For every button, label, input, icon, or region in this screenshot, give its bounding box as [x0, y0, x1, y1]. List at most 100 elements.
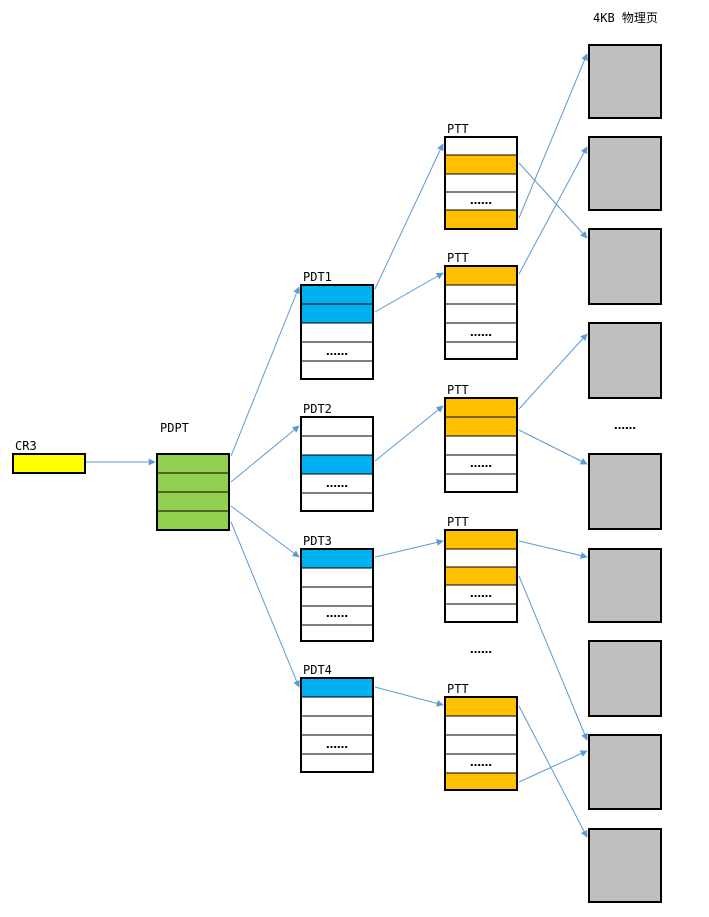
pdt2-entry-5: [300, 492, 374, 512]
arrows: [86, 53, 588, 838]
pdt2-table: PDT2 ……: [300, 402, 374, 512]
ptt5-frame: [444, 696, 518, 791]
ptt5-entry-1: [444, 696, 518, 717]
ptt1-ellipsis: ……: [470, 194, 492, 207]
ptt4-entry-3: [444, 566, 518, 586]
physical-page-9: [588, 828, 662, 903]
ptt-gap-ellipsis: ……: [470, 643, 492, 656]
physical-page-1: [588, 44, 662, 119]
pdt4-label: PDT4: [303, 663, 332, 677]
arrow-pdt2-to-ptt3: [374, 405, 444, 462]
physical-page-6: [588, 548, 662, 623]
arrow-ptt2-to-page2: [518, 146, 588, 275]
physical-page-5: [588, 453, 662, 530]
pdt1-frame: [300, 284, 374, 380]
pdpt-table: PDPT: [156, 421, 230, 531]
ptt4-table: PTT ……: [444, 515, 518, 623]
pdpt-entry-1: [156, 453, 230, 474]
pdt3-frame: [300, 548, 374, 642]
ptt1-frame: [444, 136, 518, 230]
pdt4-entry-2: [300, 696, 374, 717]
pdt1-entry-3: [300, 322, 374, 343]
pdt4-frame: [300, 677, 374, 773]
ptt3-entry-2: [444, 416, 518, 437]
ptt1-label: PTT: [447, 122, 469, 136]
ptt1-entry-5: [444, 209, 518, 230]
pdt4-entry-1: [300, 677, 374, 698]
pages-gap-ellipsis: ……: [614, 419, 636, 432]
arrow-ptt5-to-page8: [518, 750, 588, 783]
arrow-ptt1-to-page1: [518, 53, 588, 219]
pdt2-ellipsis: ……: [326, 477, 348, 490]
ptt5-entry-2: [444, 715, 518, 736]
pdt4-entry-5: [300, 753, 374, 773]
pdt1-table: PDT1 ……: [300, 270, 374, 380]
cr3-box: [12, 453, 86, 474]
pdt2-label: PDT2: [303, 402, 332, 416]
arrow-ptt3-to-page4: [518, 333, 588, 410]
cr3-label: CR3: [15, 439, 37, 453]
ptt3-ellipsis: ……: [470, 457, 492, 470]
ptt4-label: PTT: [447, 515, 469, 529]
ptt5-table: PTT ……: [444, 682, 518, 791]
arrow-ptt3-to-page5: [518, 429, 588, 465]
ptt3-entry-1: [444, 397, 518, 418]
pdpt-entry-3: [156, 491, 230, 512]
ptt3-entry-5: [444, 473, 518, 493]
arrow-pdpt-to-pdt3: [230, 505, 300, 558]
arrow-pdpt-to-pdt4: [230, 521, 300, 688]
pdpt-entry-4: [156, 510, 230, 531]
pdt1-entry-1: [300, 284, 374, 305]
ptt2-entry-5: [444, 341, 518, 360]
arrow-pdt4-to-ptt5: [374, 686, 444, 707]
ptt4-entry-1: [444, 529, 518, 550]
cr3-register: CR3: [12, 439, 86, 474]
pdpt-entry-2: [156, 472, 230, 493]
pdt4-ellipsis: ……: [326, 738, 348, 751]
pdt3-entry-1: [300, 548, 374, 569]
arrow-pdt1-to-ptt2: [374, 272, 444, 313]
ptt2-entry-1: [444, 265, 518, 286]
arrow-ptt1-to-page3: [518, 162, 588, 239]
pdt2-entry-3: [300, 454, 374, 475]
pdt4-entry-3: [300, 715, 374, 736]
ptt2-frame: [444, 265, 518, 360]
ptt5-entry-5: [444, 772, 518, 791]
ptt3-entry-3: [444, 435, 518, 456]
ptt4-frame: [444, 529, 518, 623]
arrow-pdt3-to-ptt4: [374, 539, 444, 558]
ptt1-entry-1: [444, 136, 518, 156]
ptt4-entry-2: [444, 548, 518, 568]
ptt3-label: PTT: [447, 383, 469, 397]
pdt3-entry-2: [300, 567, 374, 588]
pdt3-table: PDT3 ……: [300, 534, 374, 642]
pdt4-table: PDT4 ……: [300, 663, 374, 773]
pdt3-ellipsis: ……: [326, 607, 348, 620]
ptt3-frame: [444, 397, 518, 493]
pdt1-entry-5: [300, 360, 374, 380]
arrow-pdpt-to-pdt2: [230, 425, 300, 483]
ptt2-ellipsis: ……: [470, 326, 492, 339]
physical-page-7: [588, 640, 662, 717]
ptt2-table: PTT ……: [444, 251, 518, 360]
ptt5-ellipsis: ……: [470, 756, 492, 769]
pdt1-ellipsis: ……: [326, 345, 348, 358]
pdt3-label: PDT3: [303, 534, 332, 548]
ptt1-table: PTT ……: [444, 122, 518, 230]
physical-pages-title: 4KB 物理页: [593, 11, 658, 25]
pdt2-entry-2: [300, 435, 374, 456]
pdt2-entry-1: [300, 416, 374, 437]
physical-page-8: [588, 734, 662, 810]
ptt5-entry-3: [444, 734, 518, 755]
pdpt-frame: [156, 453, 230, 531]
physical-page-3: [588, 228, 662, 305]
ptt2-entry-3: [444, 303, 518, 324]
pdt3-entry-5: [300, 624, 374, 642]
ptt2-label: PTT: [447, 251, 469, 265]
arrow-ptt4-to-page8: [518, 575, 588, 741]
ptt4-ellipsis: ……: [470, 587, 492, 600]
physical-page-2: [588, 136, 662, 211]
arrow-ptt4-to-page6: [518, 540, 588, 559]
ptt5-label: PTT: [447, 682, 469, 696]
